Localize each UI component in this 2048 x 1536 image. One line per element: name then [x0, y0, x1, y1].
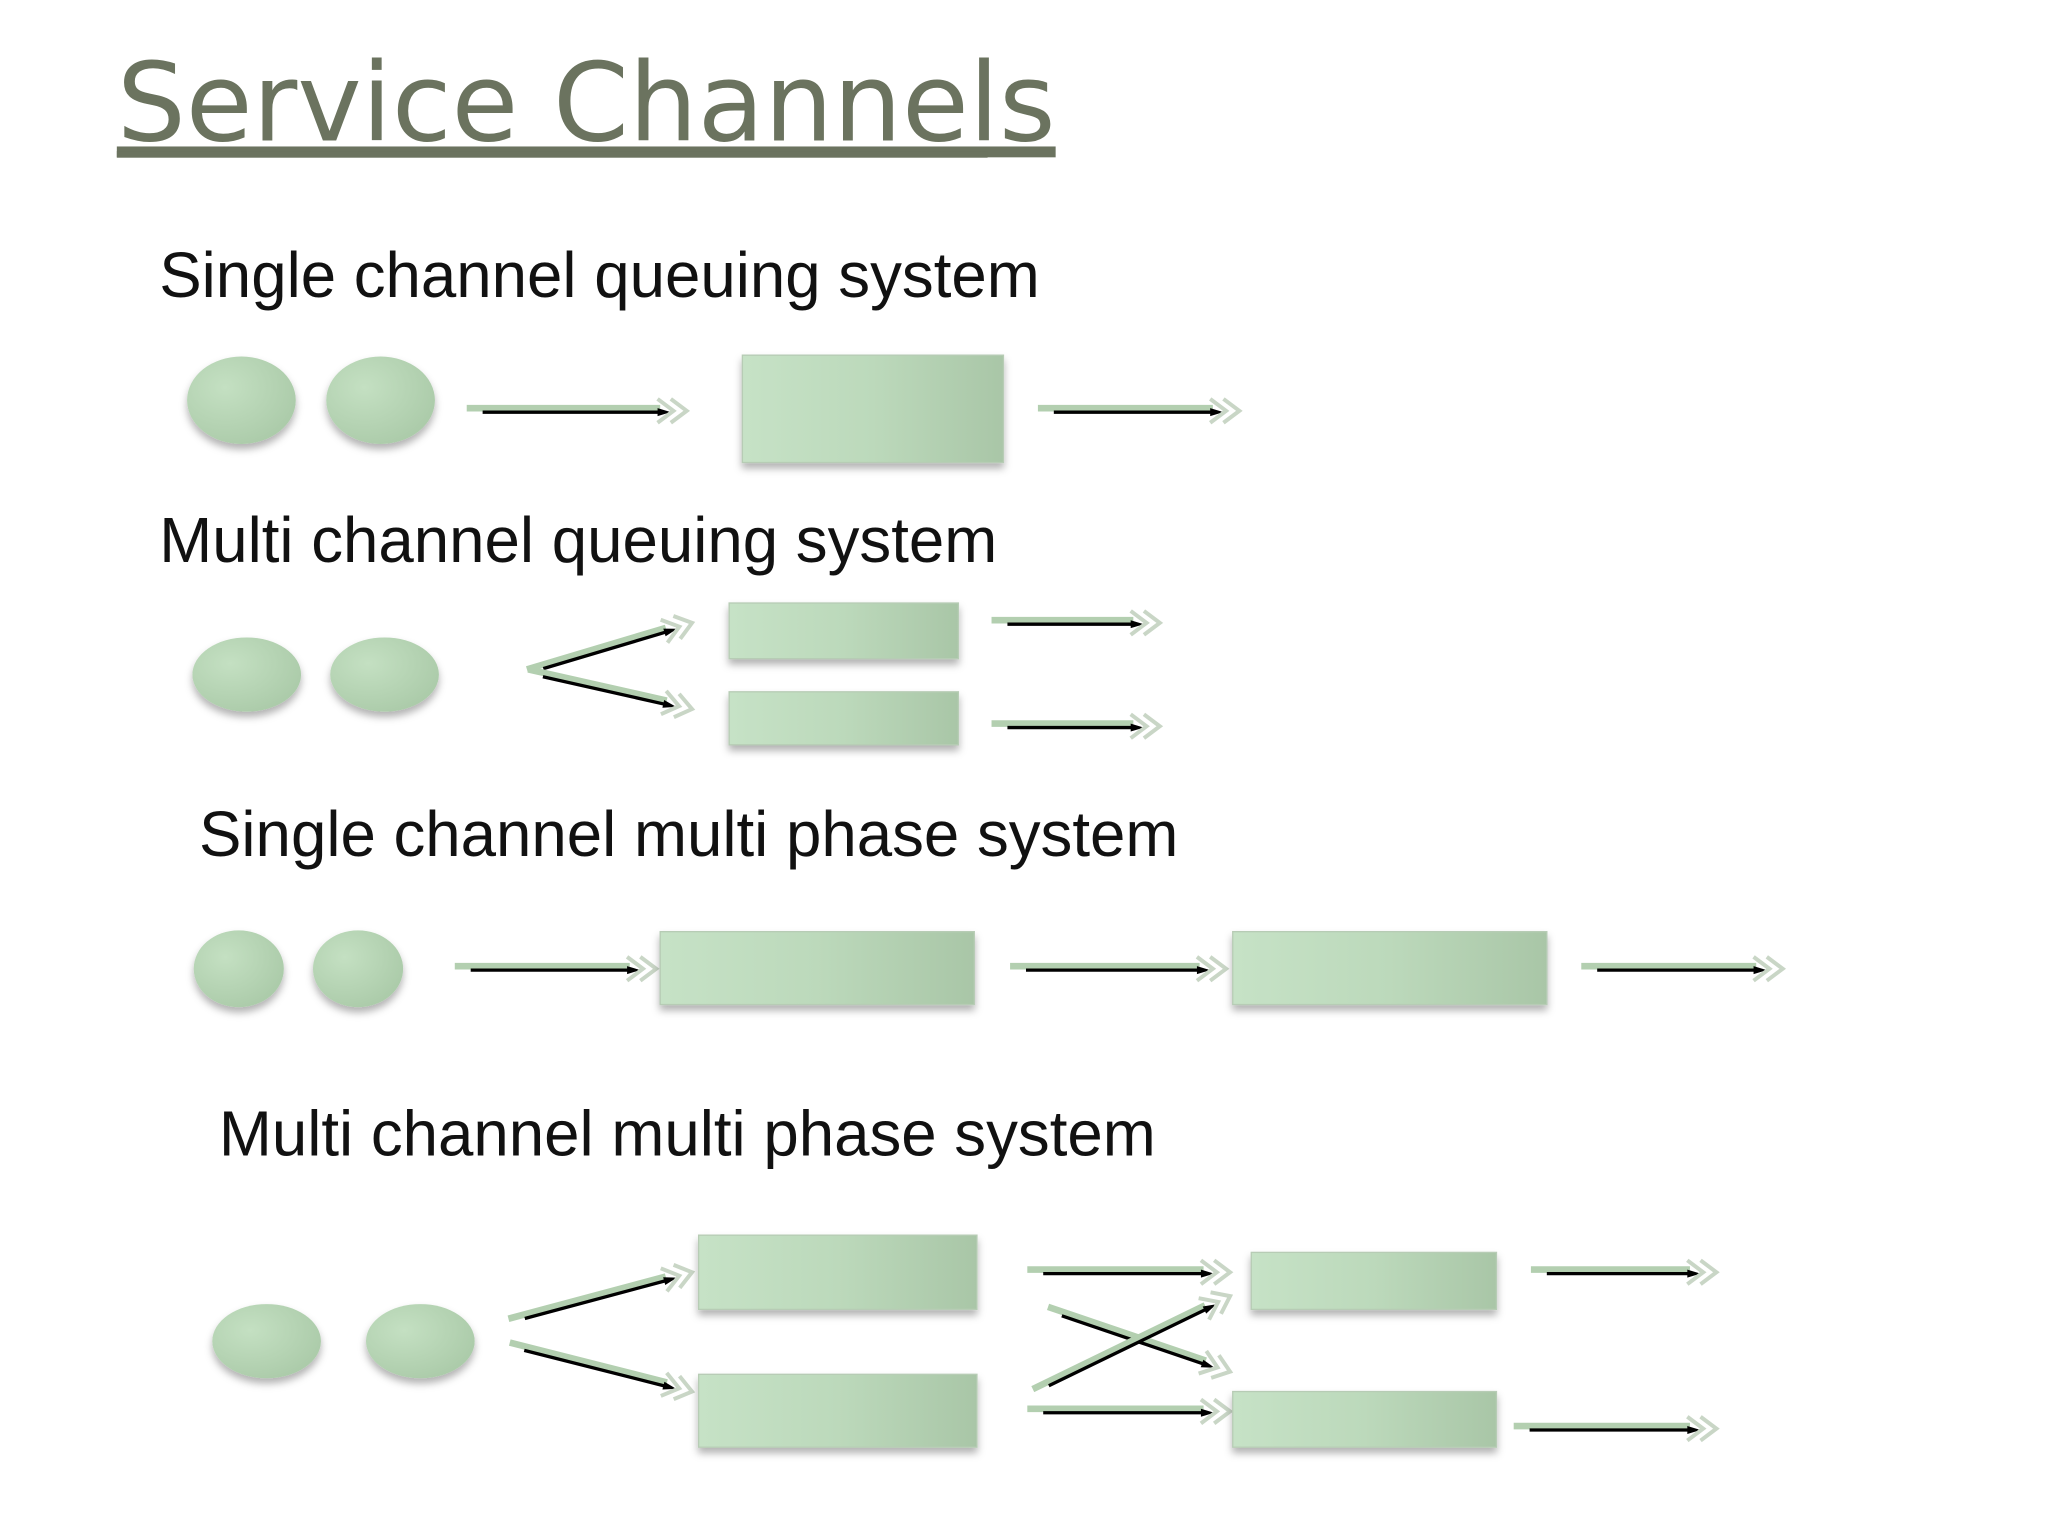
chevron-icon [625, 955, 647, 983]
customer-ellipse [192, 637, 302, 712]
service-box [728, 602, 960, 660]
flow-arrow [1513, 1415, 1720, 1443]
chevron-icon [1222, 397, 1243, 425]
customer-ellipse [330, 637, 439, 712]
chevron-icon [1765, 955, 1787, 983]
flow-arrow [1027, 1397, 1234, 1425]
section-heading-single-channel-multi-phase: Single channel multi phase system [199, 799, 1178, 870]
customer-ellipse [193, 930, 284, 1008]
chevron-icon [1209, 397, 1230, 425]
chevron-icon [660, 689, 683, 717]
flow-arrow [508, 1339, 696, 1402]
chevron-icon [1212, 1397, 1234, 1425]
chevron-icon [660, 1371, 683, 1398]
chevron-icon [639, 955, 660, 983]
slide-title: Service Channels [117, 39, 1056, 166]
chevron-icon [1199, 1258, 1221, 1286]
flow-arrow [454, 955, 660, 983]
service-box [697, 1234, 978, 1311]
chevron-icon [660, 1266, 683, 1293]
service-box [1250, 1251, 1498, 1311]
flow-arrow [1581, 955, 1787, 983]
chevron-icon [672, 614, 696, 641]
flow-arrow [1530, 1258, 1720, 1286]
service-box [741, 354, 1005, 464]
customer-ellipse [312, 930, 404, 1008]
chevron-icon [1686, 1258, 1707, 1286]
chevron-icon [1195, 955, 1217, 983]
service-box [697, 1373, 978, 1448]
chevron-icon [1198, 1296, 1222, 1321]
flow-arrow [525, 614, 696, 673]
flow-arrow [1031, 1290, 1234, 1393]
chevron-icon [656, 397, 677, 425]
chevron-icon [1209, 955, 1230, 983]
chevron-icon [1686, 1415, 1707, 1443]
chevron-icon [1199, 1397, 1221, 1425]
flow-arrow [1027, 1258, 1234, 1286]
chevron-icon [1210, 1354, 1234, 1380]
chevron-icon [1142, 712, 1164, 740]
service-box [659, 931, 975, 1006]
title-underline [116, 151, 988, 158]
chevron-icon [1699, 1415, 1720, 1443]
chevron-icon [1212, 1258, 1234, 1286]
flow-arrow [527, 666, 696, 719]
customer-ellipse [365, 1304, 475, 1379]
chevron-icon [1129, 712, 1150, 740]
chevron-icon [1699, 1258, 1720, 1286]
chevron-icon [1210, 1290, 1234, 1315]
section-heading-multi-channel-multi-phase: Multi channel multi phase system [219, 1099, 1156, 1170]
section-heading-multi-channel: Multi channel queuing system [159, 505, 997, 576]
chevron-icon [673, 692, 696, 719]
chevron-icon [669, 397, 691, 425]
service-box [1232, 931, 1548, 1006]
flow-arrow [466, 397, 691, 425]
chevron-icon [1142, 609, 1164, 637]
chevron-icon [672, 1374, 696, 1402]
service-box [728, 691, 960, 746]
flow-arrow [507, 1263, 696, 1322]
flow-arrow [1010, 955, 1230, 983]
customer-ellipse [187, 356, 296, 444]
chevron-icon [1752, 955, 1773, 983]
flow-arrow [1037, 397, 1243, 425]
flow-arrow [991, 712, 1164, 740]
chevron-icon [659, 617, 683, 644]
section-heading-single-channel: Single channel queuing system [159, 240, 1040, 311]
service-box [1232, 1390, 1498, 1448]
chevron-icon [1129, 609, 1150, 637]
customer-ellipse [212, 1304, 321, 1379]
chevron-icon [1198, 1349, 1221, 1376]
customer-ellipse [326, 356, 435, 444]
flow-arrow [991, 609, 1164, 637]
chevron-icon [672, 1263, 696, 1290]
